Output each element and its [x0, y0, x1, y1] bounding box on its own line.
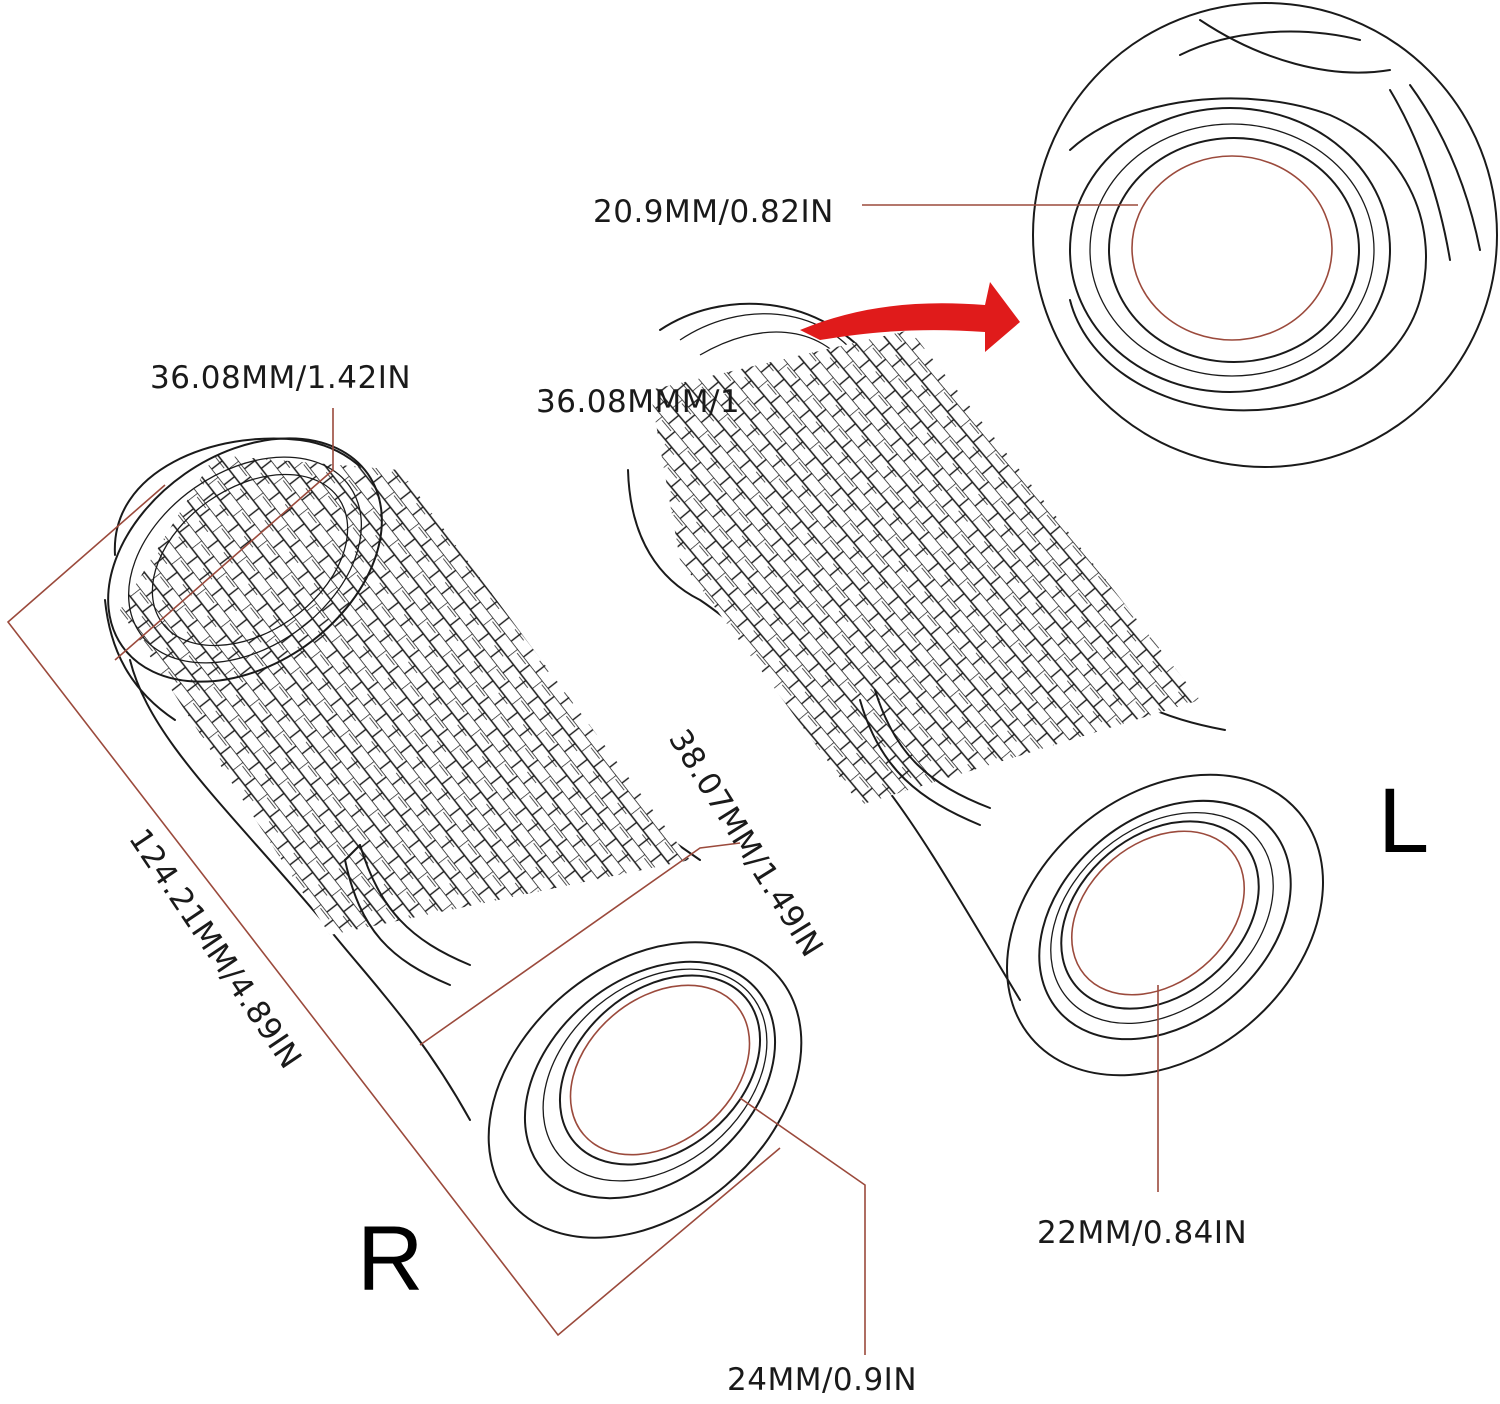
right-inner-diameter-label: 24MM/0.9IN	[727, 1362, 917, 1398]
dimension-lines	[6, 204, 1159, 1355]
left-side-label: L	[1378, 770, 1429, 872]
left-grip	[627, 302, 1324, 1077]
red-curved-arrow-icon	[800, 282, 1020, 352]
left-end-diameter-label: 36.08MMM/1	[536, 384, 740, 420]
length-label: 124.21MM/4.89IN	[121, 822, 308, 1075]
right-side-label: R	[357, 1208, 423, 1310]
zoom-detail	[1032, 2, 1498, 468]
left-inner-diameter-label: 22MM/0.84IN	[1037, 1215, 1247, 1251]
inner-diameter-zoom-label: 20.9MM/0.82IN	[593, 194, 834, 230]
right-end-diameter-label: 36.08MM/1.42IN	[150, 360, 411, 396]
right-outer-diameter-label: 38.07MM/1.49IN	[661, 723, 830, 963]
